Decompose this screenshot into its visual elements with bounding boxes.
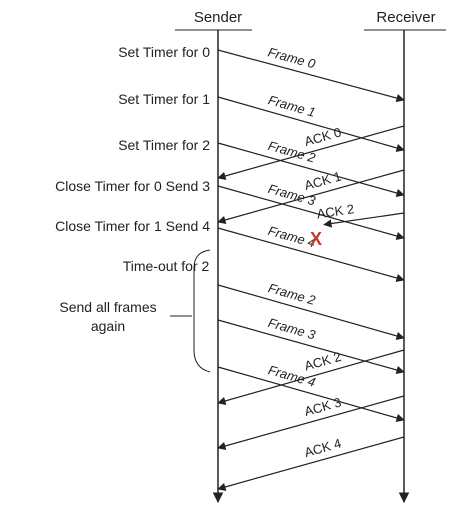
sender-label: Set Timer for 1 (118, 91, 210, 107)
ack-arrow (217, 436, 405, 492)
ack-label: ACK 2 (316, 201, 355, 221)
lost-ack-marker: X (310, 229, 322, 249)
frame-arrow (217, 284, 405, 340)
frame-label: Frame 0 (266, 44, 317, 71)
frame-arrow (217, 185, 405, 241)
frame-label: Frame 2 (266, 280, 317, 308)
frame-label: Frame 3 (266, 315, 317, 343)
frame-arrow (217, 319, 405, 375)
sender-label: Set Timer for 0 (118, 44, 210, 60)
ack-label: ACK 2 (303, 349, 343, 374)
frame-arrow (217, 227, 405, 283)
frame-arrow (217, 366, 405, 422)
ack-arrow (217, 169, 405, 225)
receiver-header: Receiver (376, 9, 435, 26)
ack-arrow (217, 395, 405, 451)
frame-arrow (217, 96, 405, 152)
frame-label: Frame 1 (266, 92, 317, 120)
sender-label: Set Timer for 2 (118, 137, 210, 153)
ack-arrow (323, 212, 405, 228)
sender-label: Time-out for 2 (123, 258, 210, 274)
ack-arrow (217, 125, 405, 181)
sender-label: Close Timer for 1 Send 4 (55, 218, 210, 234)
sender-header: Sender (194, 9, 242, 26)
frame-arrow (217, 142, 405, 198)
annotation-line: again (91, 318, 125, 334)
annotation-line: Send all frames (59, 299, 156, 315)
retransmit-brace (193, 249, 211, 373)
frame-arrow (217, 49, 405, 103)
sender-label: Close Timer for 0 Send 3 (55, 178, 210, 194)
ack-arrow (217, 349, 405, 405)
